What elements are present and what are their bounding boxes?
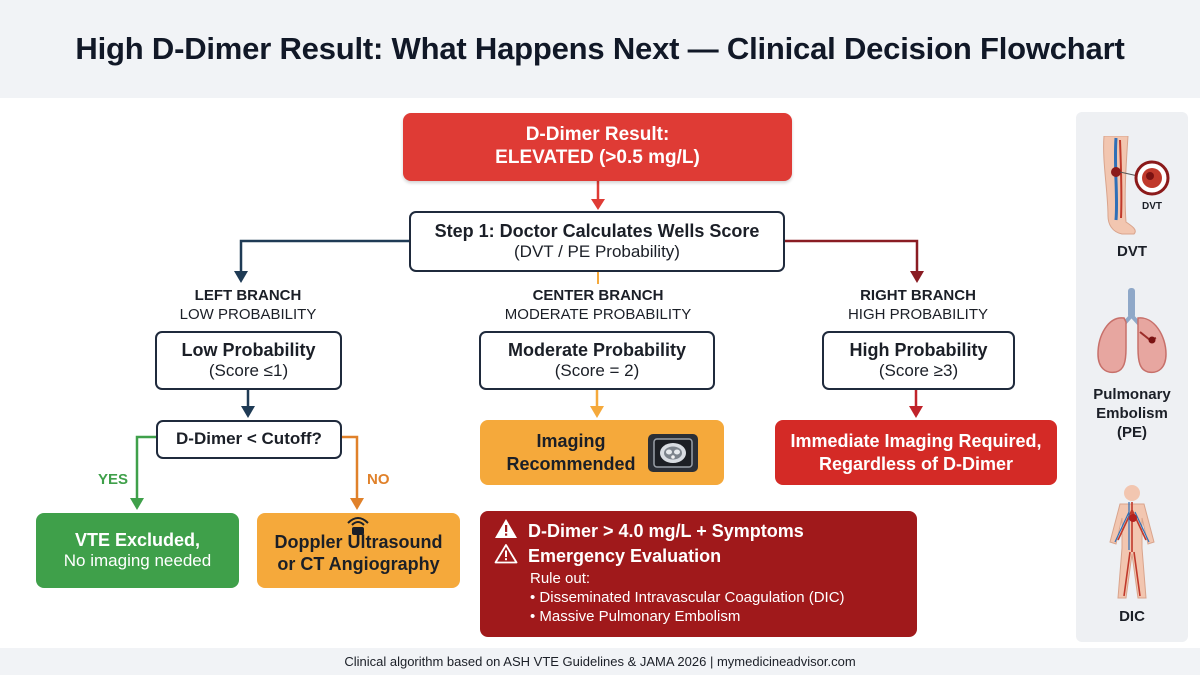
page-title: High D-Dimer Result: What Happens Next —… — [75, 31, 1125, 66]
warning-icon — [494, 518, 518, 544]
leg-vein-icon: DVT — [1094, 135, 1174, 241]
arrowhead-step1-right — [910, 271, 924, 283]
arrowhead-root-step1 — [591, 199, 605, 210]
low-probability-title: Low Probability — [181, 339, 316, 360]
root-result-box: D-Dimer Result: ELEVATED (>0.5 mg/L) — [403, 113, 792, 181]
root-line2: ELEVATED (>0.5 mg/L) — [495, 147, 700, 168]
doppler-line1: Doppler Ultrasound — [274, 531, 443, 552]
emergency-evaluation-box: D-Dimer > 4.0 mg/L + Symptoms Emergency … — [480, 511, 917, 637]
high-probability-title: High Probability — [849, 339, 988, 360]
high-probability-box: High Probability (Score ≥3) — [822, 331, 1015, 390]
imaging-line1: Imaging — [536, 431, 606, 451]
warning-outline-icon — [494, 543, 518, 569]
arrow-step1-right — [785, 239, 919, 272]
moderate-probability-title: Moderate Probability — [507, 339, 687, 360]
lungs-icon — [1094, 288, 1170, 383]
moderate-probability-score: (Score = 2) — [554, 361, 640, 381]
immediate-line2: Regardless of D-Dimer — [818, 453, 1014, 474]
cutoff-question: D-Dimer < Cutoff? — [176, 429, 322, 449]
emergency-row-1: D-Dimer > 4.0 mg/L + Symptoms — [494, 519, 903, 543]
arrowhead-cutoff-no — [350, 498, 364, 510]
pe-label-3: (PE) — [1117, 424, 1147, 441]
root-line1: D-Dimer Result: — [525, 124, 670, 146]
dvt-label: DVT — [1117, 243, 1147, 260]
doppler-line2: or CT Angiography — [277, 553, 440, 574]
left-branch-title: LEFT BRANCH — [194, 287, 302, 304]
yes-label: YES — [98, 471, 129, 488]
emergency-item-dic: • Disseminated Intravascular Coagulation… — [530, 589, 845, 606]
arrow-cutoff-no — [342, 435, 359, 500]
immediate-imaging-box: Immediate Imaging Required, Regardless o… — [775, 420, 1057, 485]
cutoff-decision-box: D-Dimer < Cutoff? — [156, 420, 342, 459]
arrowhead-moderate-imaging — [590, 406, 604, 418]
left-branch-subtitle: LOW PROBABILITY — [179, 306, 317, 323]
center-branch-title: CENTER BRANCH — [532, 287, 664, 304]
arrow-step1-left — [239, 239, 409, 272]
imaging-text: Imaging Recommended — [506, 430, 635, 475]
right-branch-label: RIGHT BRANCH HIGH PROBABILITY — [818, 286, 1018, 324]
no-label: NO — [367, 471, 390, 488]
left-branch-label: LEFT BRANCH LOW PROBABILITY — [148, 286, 348, 324]
ultrasound-icon — [344, 515, 372, 543]
vte-line1: VTE Excluded, — [74, 529, 201, 550]
vte-line2: No imaging needed — [63, 551, 212, 571]
body-vessels-icon — [1102, 484, 1162, 607]
pe-label-2: Embolism — [1096, 405, 1168, 422]
low-probability-score: (Score ≤1) — [208, 361, 289, 381]
emergency-line1: D-Dimer > 4.0 mg/L + Symptoms — [528, 520, 804, 541]
emergency-row-2: Emergency Evaluation — [494, 544, 903, 568]
condition-sidebar: DVT DVT Pulmonary Embolism (PE) DIC — [1076, 112, 1188, 642]
ct-scan-icon — [647, 433, 698, 472]
low-probability-box: Low Probability (Score ≤1) — [155, 331, 342, 390]
pe-label-1: Pulmonary — [1093, 386, 1171, 403]
right-branch-title: RIGHT BRANCH — [860, 287, 976, 304]
emergency-intro: Rule out: — [530, 570, 591, 587]
immediate-line1: Immediate Imaging Required, — [790, 431, 1042, 451]
right-branch-subtitle: HIGH PROBABILITY — [847, 306, 989, 323]
imaging-line2: Recommended — [506, 453, 636, 474]
footer-bar: Clinical algorithm based on ASH VTE Guid… — [0, 648, 1200, 675]
footer-text: Clinical algorithm based on ASH VTE Guid… — [344, 654, 856, 669]
step1-title: Step 1: Doctor Calculates Wells Score — [434, 220, 760, 241]
arrowhead-low-cutoff — [241, 406, 255, 418]
arrowhead-step1-left — [234, 271, 248, 283]
arrowhead-high-immediate — [909, 406, 923, 418]
arrowhead-cutoff-yes — [130, 498, 144, 510]
doppler-ct-box: Doppler Ultrasound or CT Angiography — [257, 513, 460, 588]
step1-subtitle: (DVT / PE Probability) — [514, 242, 680, 262]
dvt-tag-text: DVT — [1142, 201, 1162, 212]
imaging-recommended-box: Imaging Recommended — [480, 420, 724, 485]
moderate-probability-box: Moderate Probability (Score = 2) — [479, 331, 715, 390]
emergency-item-pe: • Massive Pulmonary Embolism — [530, 608, 741, 625]
vte-excluded-box: VTE Excluded, No imaging needed — [36, 513, 239, 588]
arrow-cutoff-yes — [135, 435, 156, 500]
high-probability-score: (Score ≥3) — [878, 361, 959, 381]
emergency-line2: Emergency Evaluation — [528, 545, 722, 566]
step1-box: Step 1: Doctor Calculates Wells Score (D… — [409, 211, 785, 272]
center-branch-subtitle: MODERATE PROBABILITY — [504, 306, 692, 323]
header-bar: High D-Dimer Result: What Happens Next —… — [0, 0, 1200, 98]
emergency-details: Rule out: • Disseminated Intravascular C… — [530, 569, 903, 626]
center-branch-label: CENTER BRANCH MODERATE PROBABILITY — [478, 286, 718, 324]
dic-label: DIC — [1119, 608, 1145, 625]
